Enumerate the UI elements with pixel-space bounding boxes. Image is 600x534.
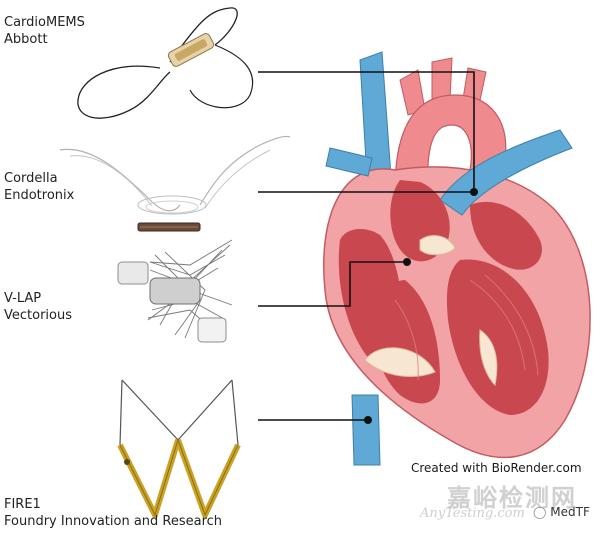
cardiomems-device-icon (77, 7, 254, 119)
cordella-device-icon (59, 135, 291, 232)
watermark-en: AnyTesting.com (420, 506, 525, 521)
fire1-device-icon (117, 379, 241, 518)
cardiomems-leader-line (258, 71, 475, 192)
heart-icon (323, 51, 591, 466)
watermark-cn: 嘉峪检测网 (447, 484, 577, 512)
vlap-label: V-LAP Vectorious (4, 290, 72, 324)
leader-dots (364, 188, 478, 424)
leader-lines (258, 71, 475, 421)
vlap-target-dot (403, 258, 411, 266)
fire1-target-dot (364, 416, 372, 424)
fire1-maker: Foundry Innovation and Research (4, 514, 223, 529)
vlap-maker: Vectorious (4, 308, 73, 323)
cardiomems-name: CardioMEMS (4, 15, 85, 30)
watermark-source: ◯ MedTF (533, 505, 590, 519)
cordella-label: Cordella Endotronix (4, 170, 74, 204)
cordella-maker: Endotronix (4, 188, 75, 203)
fire1-label: FIRE1 Foundry Innovation and Research (4, 496, 222, 530)
fire1-name: FIRE1 (4, 497, 41, 512)
cardiomems-target-dot (470, 188, 478, 196)
biorender-credit: Created with BioRender.com (411, 461, 582, 475)
cordella-name: Cordella (4, 171, 58, 186)
vlap-name: V-LAP (4, 291, 42, 306)
cardiomems-maker: Abbott (4, 32, 48, 47)
vlap-leader-line (258, 261, 407, 307)
cardiomems-label: CardioMEMS Abbott (4, 14, 85, 48)
vlap-device-icon (117, 239, 233, 343)
watermark-source-text: MedTF (550, 505, 590, 519)
wechat-icon: ◯ (533, 505, 547, 519)
